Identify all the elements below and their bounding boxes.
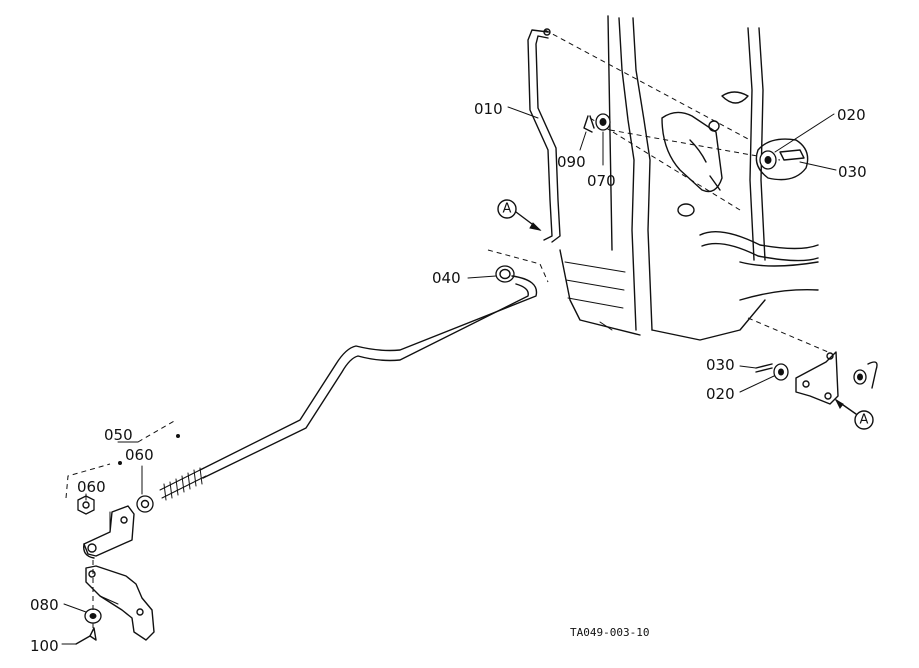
label-030-lower: 030 [706,356,735,374]
label-060-right: 060 [125,446,154,464]
part-020-washer-upper [759,150,777,170]
label-100: 100 [30,637,59,655]
label-050: 050 [104,426,133,444]
label-090: 090 [557,153,586,171]
leader-090 [579,131,587,151]
label-040: 040 [432,269,461,287]
lower-right-bracket [747,317,878,405]
svg-text:A: A [503,202,512,217]
leader-080 [63,603,87,613]
part-060-nut-right [136,495,154,513]
leader-030-upper [799,161,837,171]
part-020-washer-lower [773,363,789,381]
label-020-upper: 020 [837,106,866,124]
part-040-grommet [495,265,515,283]
label-020-lower: 020 [706,385,735,403]
lever-bracket [83,505,135,559]
part-100-pin [75,627,97,645]
part-010-upper-rod [527,28,561,243]
label-030-upper: 030 [838,163,867,181]
leader-010 [507,106,539,119]
bracket-050 [65,419,180,499]
frame-body [544,15,819,341]
label-060-left: 060 [77,478,106,496]
part-030-plate-upper [755,138,809,181]
part-050-rod [159,275,538,501]
callout-a-left: A [497,199,542,231]
callout-a-right: A [834,398,874,430]
leader-020-lower [739,375,775,393]
lower-arm [85,565,155,641]
label-070: 070 [587,172,616,190]
washer-right [853,369,867,385]
leader-030-lower [739,365,757,369]
drawing-code: TA049-003-10 [570,626,649,639]
part-090-pin [583,115,595,133]
part-030-pin-lower [755,363,773,373]
leader-040 [467,275,497,279]
label-080: 080 [30,596,59,614]
svg-text:A: A [860,413,869,428]
bracket-040 [487,249,549,283]
part-070-washer [595,113,611,131]
rod-threads [159,467,207,501]
label-010: 010 [474,100,503,118]
leader-020-upper [774,113,835,153]
